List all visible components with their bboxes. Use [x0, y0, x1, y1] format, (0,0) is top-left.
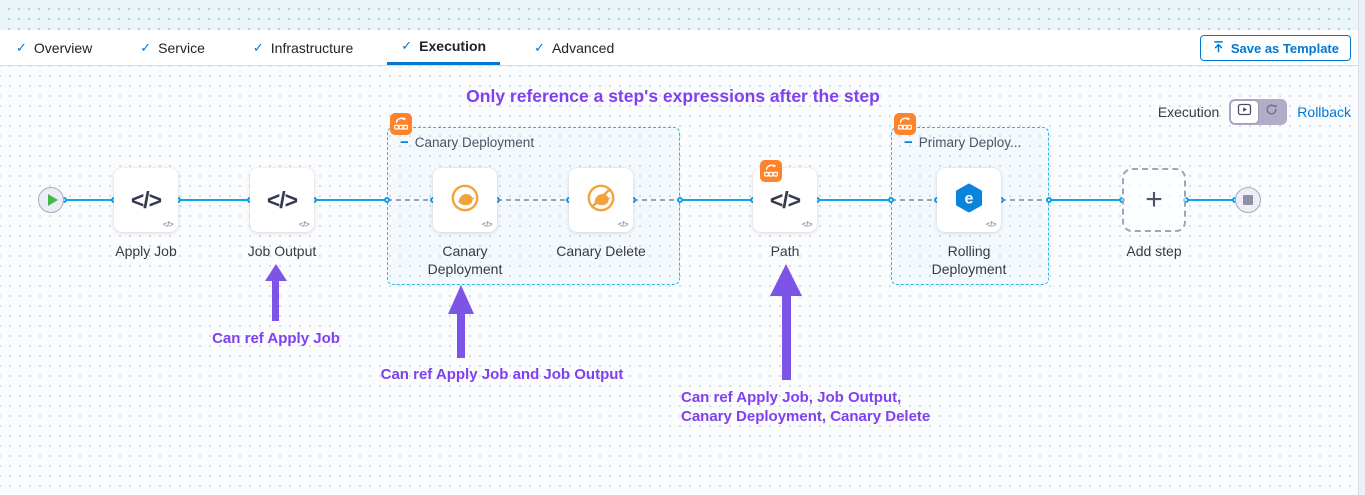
- node-label: Canary Delete: [556, 243, 646, 259]
- save-as-template-button[interactable]: Save as Template: [1199, 35, 1351, 61]
- connector-line: [497, 199, 569, 201]
- node-label: Rolling Deployment: [931, 243, 1007, 277]
- group-header: − Canary Deployment: [400, 135, 534, 150]
- rolling-deployment-icon: e: [953, 182, 985, 219]
- code-mini-icon: </>: [617, 220, 629, 229]
- canvas-top-strip: [0, 0, 1365, 30]
- annotation-title: Only reference a step's expressions afte…: [466, 86, 880, 106]
- tab-execution[interactable]: ✓ Execution: [387, 30, 501, 65]
- connector-port[interactable]: [384, 197, 390, 203]
- execution-mode-button[interactable]: [1231, 101, 1259, 123]
- code-mini-icon: </>: [298, 220, 310, 229]
- check-icon: ✓: [252, 39, 264, 55]
- code-icon: </>: [130, 186, 162, 213]
- check-icon: ✓: [16, 39, 27, 55]
- collapse-minus-icon[interactable]: −: [904, 134, 913, 151]
- connector-line: [1001, 199, 1049, 201]
- connector-line: [633, 199, 680, 201]
- connector-line: [680, 199, 753, 201]
- annotation-arrow-shaft: [272, 279, 279, 321]
- annotation-can-ref-four-steps: Can ref Apply Job, Job Output, Canary De…: [681, 388, 930, 426]
- node-label: Apply Job: [115, 243, 177, 259]
- code-icon: </>: [266, 186, 298, 213]
- end-node[interactable]: [1235, 187, 1261, 213]
- connector-line: [64, 199, 114, 201]
- node-label: Job Output: [247, 243, 317, 259]
- annotation-line-2: Canary Deployment, Canary Delete: [681, 408, 931, 425]
- annotation-arrow-up: [770, 264, 802, 296]
- node-apply-job[interactable]: </> </>: [114, 168, 178, 232]
- connector-port[interactable]: [888, 197, 894, 203]
- tab-infrastructure[interactable]: ✓ Infrastructure: [239, 30, 367, 65]
- group-label: Primary Deploy...: [918, 135, 1022, 150]
- connector-line: [1186, 199, 1235, 201]
- step-group-icon: [894, 113, 916, 135]
- connector-line: [387, 199, 433, 201]
- tab-label: Infrastructure: [270, 39, 354, 56]
- connector-port[interactable]: [677, 197, 683, 203]
- tab-advanced[interactable]: ✓ Advanced: [520, 30, 628, 65]
- annotation-arrow-shaft: [457, 311, 465, 358]
- start-node[interactable]: [38, 187, 64, 213]
- group-header: − Primary Deploy...: [904, 135, 1021, 150]
- node-label: Add step: [1126, 243, 1182, 259]
- connector-line: [817, 199, 891, 201]
- connector-port[interactable]: [1046, 197, 1052, 203]
- check-icon: ✓: [140, 39, 152, 55]
- rollback-link[interactable]: Rollback: [1297, 104, 1351, 120]
- connector-line: [178, 199, 250, 201]
- annotation-arrow-shaft: [782, 293, 791, 380]
- play-icon: [47, 194, 58, 206]
- step-group-icon: [760, 160, 782, 182]
- pipeline-canvas: Only reference a step's expressions afte…: [0, 66, 1365, 495]
- upload-icon: [1212, 40, 1225, 56]
- plus-icon: +: [1145, 183, 1163, 216]
- annotation-arrow-up: [265, 264, 287, 281]
- tab-overview[interactable]: ✓ Overview: [2, 30, 106, 65]
- code-mini-icon: </>: [481, 220, 493, 229]
- step-group-icon: [390, 113, 412, 135]
- node-canary-deployment[interactable]: </>: [433, 168, 497, 232]
- save-as-template-label: Save as Template: [1230, 40, 1339, 56]
- canary-delete-icon: [585, 182, 617, 219]
- add-step-button[interactable]: +: [1122, 168, 1186, 232]
- node-canary-delete[interactable]: </>: [569, 168, 633, 232]
- canary-icon: [449, 182, 481, 219]
- svg-text:e: e: [965, 190, 974, 207]
- connector-line: [1049, 199, 1122, 201]
- play-box-icon: [1237, 102, 1252, 122]
- annotation-line-1: Can ref Apply Job, Job Output,: [681, 389, 902, 406]
- collapse-minus-icon[interactable]: −: [400, 134, 409, 151]
- node-job-output[interactable]: </> </>: [250, 168, 314, 232]
- execution-rollback-toggle: [1229, 99, 1288, 125]
- tab-label: Advanced: [551, 39, 615, 56]
- tab-service[interactable]: ✓ Service: [126, 30, 219, 65]
- execution-mode-label: Execution: [1157, 104, 1220, 120]
- code-mini-icon: </>: [801, 220, 813, 229]
- code-mini-icon: </>: [985, 220, 997, 229]
- group-label: Canary Deployment: [414, 135, 535, 150]
- right-edge-panel: [1358, 0, 1365, 495]
- annotation-can-ref-apply-job: Can ref Apply Job: [212, 330, 340, 347]
- connector-line: [314, 199, 387, 201]
- tab-label: Service: [158, 39, 205, 56]
- tab-label: Overview: [33, 39, 93, 56]
- connector-line: [891, 199, 937, 201]
- node-label: Canary Deployment: [427, 243, 503, 277]
- node-rolling-deployment[interactable]: e </>: [937, 168, 1001, 232]
- annotation-can-ref-apply-job-output: Can ref Apply Job and Job Output: [380, 366, 624, 383]
- rollback-circle-icon: [1264, 102, 1279, 122]
- code-icon: </>: [769, 186, 801, 213]
- rollback-mode-button[interactable]: [1258, 101, 1285, 123]
- mode-controls: Execution: [1158, 99, 1351, 125]
- stage-tab-bar: ✓ Overview ✓ Service ✓ Infrastructure ✓ …: [0, 30, 1365, 66]
- check-icon: ✓: [401, 38, 413, 53]
- node-label: Path: [770, 243, 800, 259]
- code-mini-icon: </>: [162, 220, 174, 229]
- stop-icon: [1243, 195, 1253, 205]
- check-icon: ✓: [534, 39, 545, 55]
- annotation-arrow-up: [448, 285, 474, 314]
- tab-label: Execution: [419, 38, 487, 54]
